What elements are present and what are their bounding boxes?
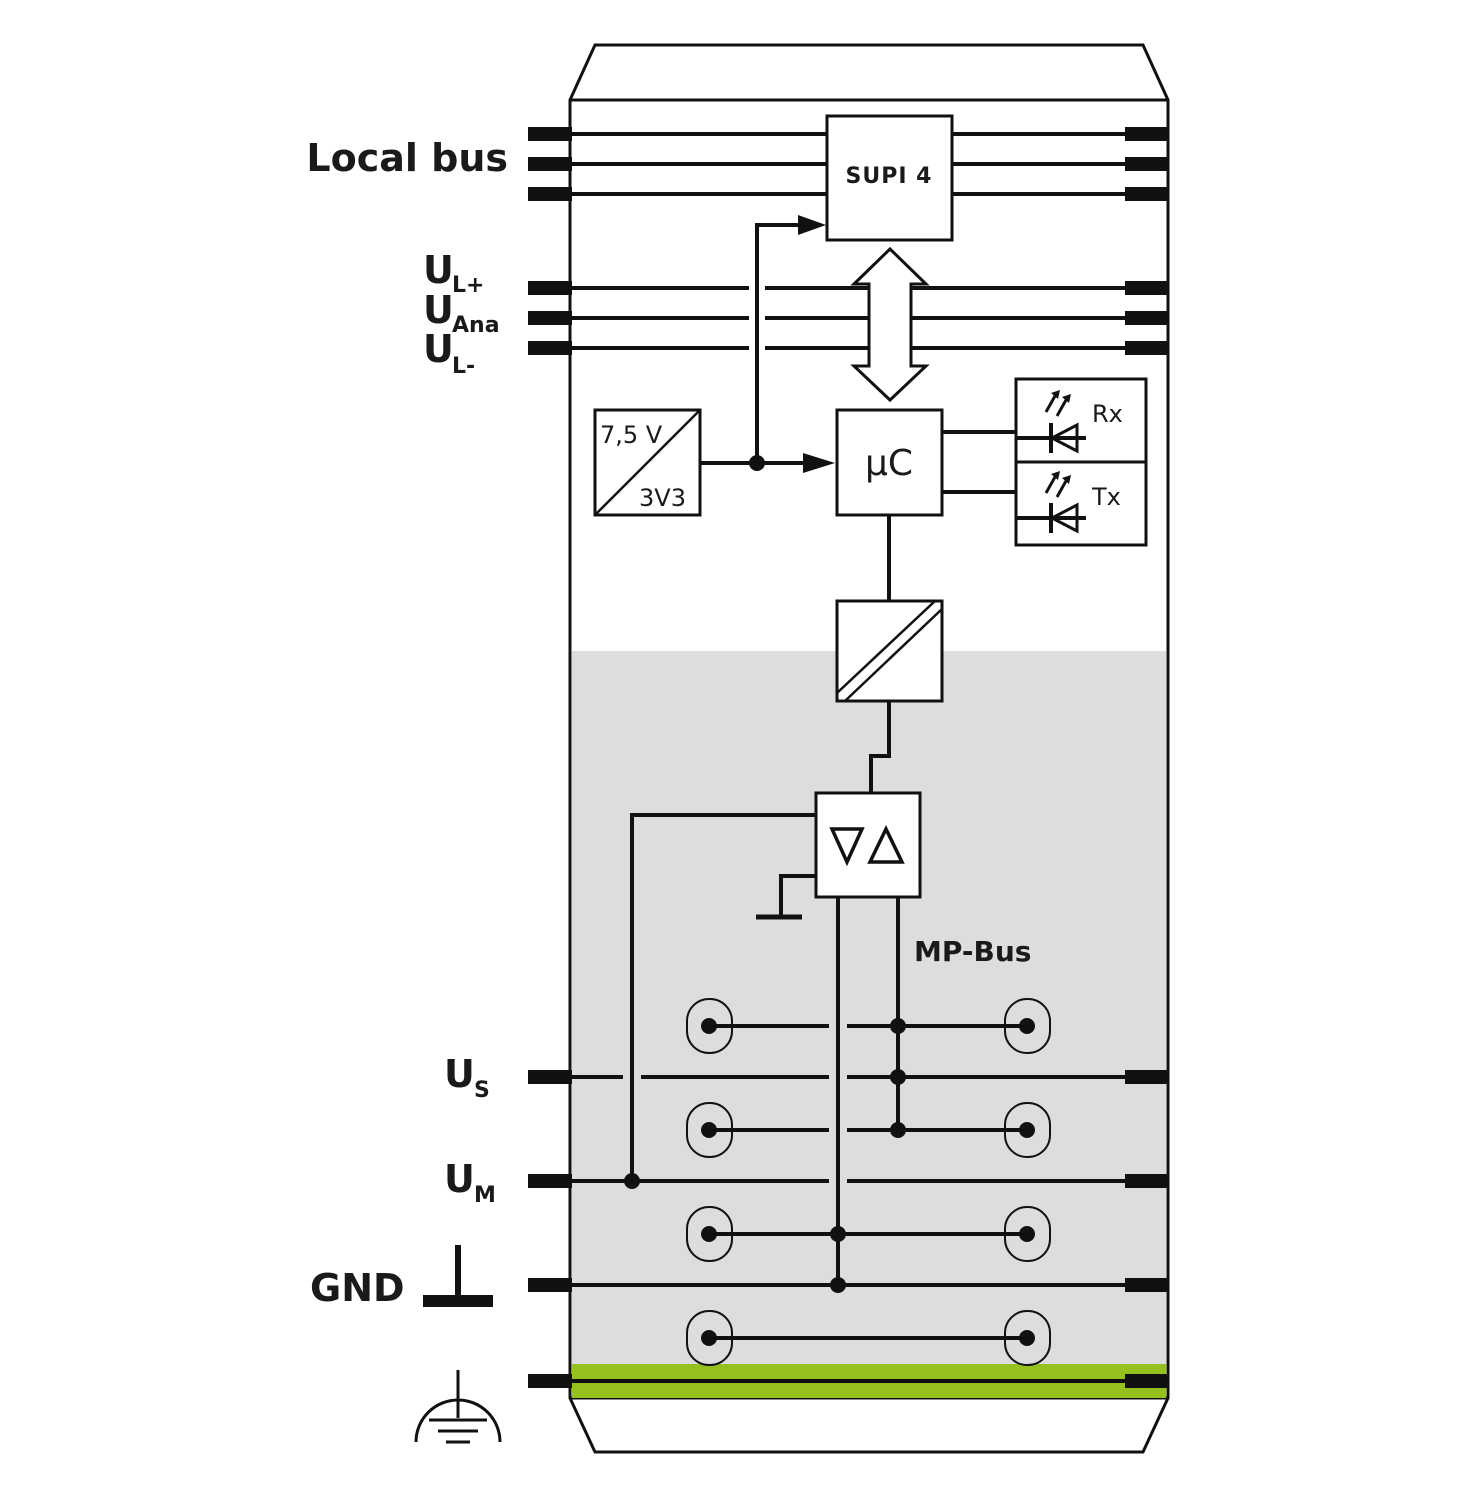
transceiver-block [814, 791, 922, 899]
um-label: U [444, 1157, 475, 1201]
uana-subscript: Ana [452, 313, 500, 338]
rx-led-icon [1016, 390, 1086, 454]
local-bus-label: Local bus [306, 136, 508, 180]
microcontroller-block [835, 408, 944, 517]
terminal-row-wires [709, 1024, 1027, 1340]
supi-label: SUPI 4 [846, 164, 933, 189]
microcontroller-label: μC [865, 443, 913, 484]
converter-output-label: 3V3 [639, 484, 686, 512]
mp-bus-label: MP-Bus [914, 935, 1031, 968]
protective-earth-icon [414, 1370, 502, 1444]
isolator-diagonal-2 [844, 608, 943, 702]
gnd-label: GND [310, 1266, 405, 1310]
ul-plus-label: U [423, 248, 454, 292]
supi-feed-arrow [798, 215, 826, 235]
rx-label: Rx [1092, 400, 1123, 428]
um-subscript: M [474, 1183, 496, 1208]
gnd-icon [423, 1245, 493, 1307]
tx-label: Tx [1091, 483, 1121, 511]
us-subscript: S [474, 1078, 490, 1103]
uana-label: U [423, 288, 454, 332]
uc-feed-arrow [803, 453, 835, 473]
data-double-arrow [850, 246, 930, 403]
supi-block [825, 114, 954, 242]
isolator-to-transceiver-wire [869, 701, 891, 793]
local-bus-lines [528, 127, 1168, 201]
junction-dot [749, 455, 765, 471]
us-label: U [444, 1052, 475, 1096]
transceiver-icon [829, 824, 905, 867]
junction-dots [624, 1018, 1035, 1346]
tx-led-icon [1016, 471, 1086, 534]
local-ground-wire [779, 874, 816, 915]
ul-plus-subscript: L+ [452, 273, 484, 298]
converter-diagonal [594, 409, 701, 516]
isolator-diagonal-1 [836, 600, 936, 694]
ul-minus-subscript: L- [452, 354, 475, 379]
converter-input-label: 7,5 V [600, 421, 663, 449]
transceiver-to-um-wire [630, 813, 816, 1181]
supi-feed-wire [755, 223, 800, 463]
ul-minus-label: U [423, 327, 454, 371]
isolator-block [835, 599, 944, 703]
